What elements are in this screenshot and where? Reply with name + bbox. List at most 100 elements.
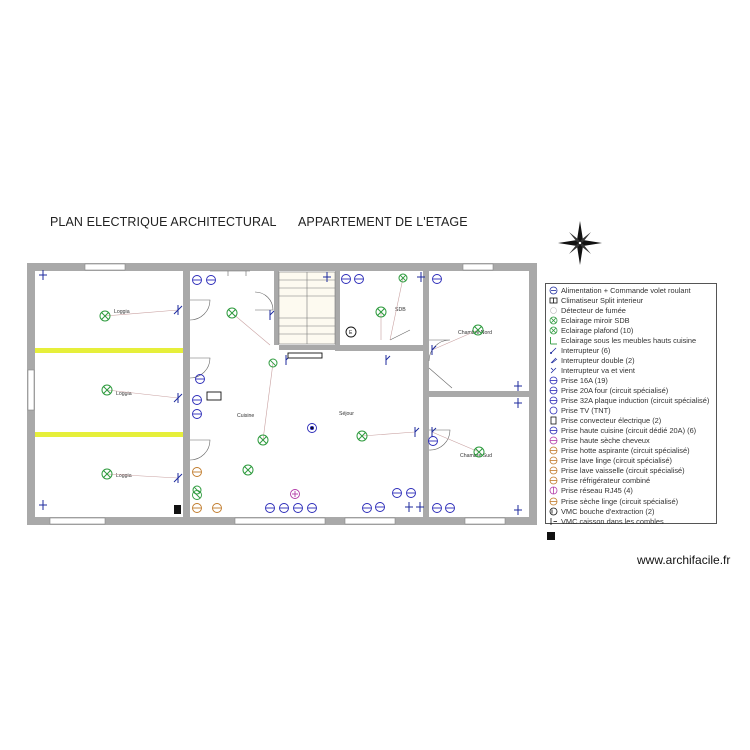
staircase — [278, 271, 336, 345]
doors — [189, 270, 453, 461]
dryer-socket-icon — [549, 497, 558, 506]
special-sockets: E — [192, 326, 357, 513]
socket-16a-icon — [406, 488, 416, 498]
socket-16a-icon — [432, 274, 442, 284]
double-switch-icon — [549, 356, 558, 365]
socket-16a-icon — [549, 376, 558, 385]
hood-socket-icon — [549, 446, 558, 455]
shutter-supply-icon — [514, 505, 522, 515]
socket-16a-icon — [432, 503, 442, 513]
room-label-loggia-2: Loggia — [116, 391, 132, 397]
legend-label: Eclairage plafond (10) — [561, 325, 634, 335]
legend-item: Prise lave linge (circuit spécialisé) — [549, 456, 716, 466]
legend-item: Détecteur de fumée — [549, 305, 716, 315]
dishwasher-socket-icon — [212, 503, 222, 513]
ceiling-light-icon — [257, 434, 269, 446]
shutter-supply-icon — [514, 381, 522, 391]
shutter-supply-icon — [39, 500, 47, 510]
legend-item: Prise TV (TNT) — [549, 406, 716, 416]
convector-socket-icon — [549, 416, 558, 425]
legend-item: Prise haute sèche cheveux — [549, 436, 716, 446]
shutter-supply-icon — [514, 398, 522, 408]
compass-rose-icon — [558, 221, 602, 265]
ceiling-light-icon — [226, 307, 238, 319]
legend-marker-square — [547, 532, 555, 540]
legend-item: Prise réseau RJ45 (4) — [549, 486, 716, 496]
shutter-supply-icon — [549, 286, 558, 295]
shutter-supply-icon — [405, 502, 413, 512]
legend-item: Prise convecteur électrique (2) — [549, 416, 716, 426]
ceiling-lights — [99, 273, 485, 495]
ceiling-light-icon — [472, 324, 484, 336]
fridge-socket-icon — [549, 476, 558, 485]
vmc-vent-icon: E — [345, 326, 357, 338]
highlight-bars — [35, 348, 183, 437]
legend-label: Climatiseur Split interieur — [561, 295, 644, 305]
legend-label: Détecteur de fumée — [561, 305, 626, 315]
switch-icon — [269, 310, 275, 320]
legend-item: Prise 16A (19) — [549, 375, 716, 385]
hairdryer-socket-icon — [549, 436, 558, 445]
legend-item: Climatiseur Split interieur — [549, 295, 716, 305]
legend-item: Alimentation + Commande volet roulant — [549, 285, 716, 295]
fridge-socket-icon — [192, 503, 202, 513]
convector-socket-icon — [206, 391, 222, 401]
ceiling-light-icon — [549, 326, 558, 335]
legend-label: Interrupteur va et vient — [561, 365, 635, 375]
two-way-switch-icon — [549, 366, 558, 375]
switch-icon — [414, 427, 420, 437]
legend-label: Prise lave linge (circuit spécialisé) — [561, 456, 672, 466]
switch-icon — [431, 427, 437, 437]
legend-item: Prise hotte aspirante (circuit spécialis… — [549, 446, 716, 456]
plan-title: PLAN ELECTRIQUE ARCHITECTURAL — [50, 215, 277, 229]
socket-16a-icon — [279, 503, 289, 513]
legend-label: Interrupteur double (2) — [561, 355, 635, 365]
rj45-socket-icon — [549, 486, 558, 495]
room-label-cuisine: Cuisine — [237, 413, 254, 419]
ceiling-light-icon — [101, 468, 113, 480]
switch-icon — [549, 346, 558, 355]
split-ac-icon — [549, 296, 558, 305]
tv-socket-icon — [307, 423, 317, 433]
vmc-box-icon — [174, 505, 181, 514]
legend-label: Eclairage miroir SDB — [561, 315, 630, 325]
legend-item: Prise réfrigérateur combiné — [549, 476, 716, 486]
under-cabinet-light-icon — [192, 485, 202, 495]
legend-item: VMC bouche d'extraction (2) — [549, 506, 716, 516]
washing-machine-socket-icon — [549, 456, 558, 465]
legend-label: Prise hotte aspirante (circuit spécialis… — [561, 446, 690, 456]
socket-16a-icon — [206, 275, 216, 285]
socket-16a-icon — [362, 503, 372, 513]
room-label-loggia-1: Loggia — [114, 309, 130, 315]
shutter-supply-icon — [417, 272, 425, 282]
legend-panel: Alimentation + Commande volet roulant Cl… — [545, 283, 717, 526]
vmc-vent-icon — [549, 507, 558, 516]
ceiling-light-icon — [375, 306, 387, 318]
socket-16a-icon — [354, 274, 364, 284]
legend-item: Eclairage plafond (10) — [549, 325, 716, 335]
legend-item: VMC caisson dans les combles — [549, 516, 716, 526]
legend-label: Prise TV (TNT) — [561, 406, 611, 416]
legend-item: Prise haute cuisine (circuit dédié 20A) … — [549, 426, 716, 436]
legend-label: Prise 16A (19) — [561, 375, 608, 385]
legend-label: Prise 20A four (circuit spécialisé) — [561, 385, 669, 395]
legend-item: Prise sèche linge (circuit spécialisé) — [549, 496, 716, 506]
oven-socket-icon — [549, 386, 558, 395]
mirror-light-icon — [398, 273, 408, 283]
legend-item: Eclairage sous les meubles hauts cuisine — [549, 335, 716, 345]
vmc-box-icon — [549, 517, 558, 526]
ceiling-light-icon — [356, 430, 368, 442]
split-ac-icon — [287, 352, 323, 359]
socket-16a-icon — [428, 436, 438, 446]
socket-16a-icon — [392, 488, 402, 498]
induction-socket-icon — [549, 396, 558, 405]
mirror-light-icon — [549, 316, 558, 325]
under-cabinet-light-icon — [549, 336, 558, 345]
socket-16a-icon — [192, 409, 202, 419]
ceiling-light-icon — [99, 310, 111, 322]
under-cabinet-light-icon — [268, 358, 278, 368]
legend-item: Prise 20A four (circuit spécialisé) — [549, 385, 716, 395]
rj45-socket-icon — [290, 489, 300, 499]
watermark-link[interactable]: www.archifacile.fr — [637, 553, 731, 567]
ceiling-light-icon — [101, 384, 113, 396]
